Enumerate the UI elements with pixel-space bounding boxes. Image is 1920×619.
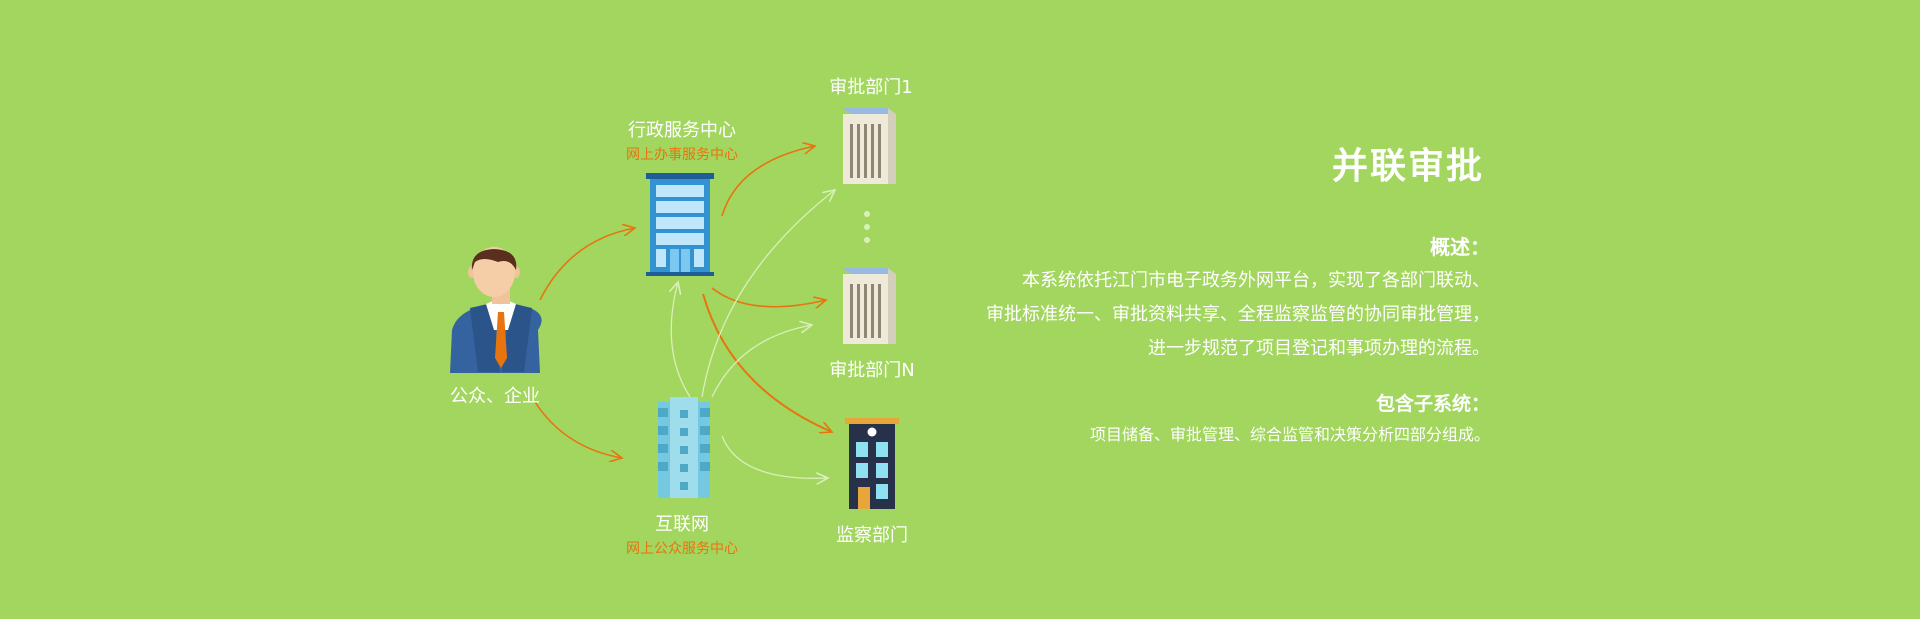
arrow-public-to-internet xyxy=(534,401,622,458)
arrow-admin-to-supervision xyxy=(702,293,832,432)
ellipsis-dot xyxy=(864,237,870,243)
admin-center-label: 行政服务中心 xyxy=(628,120,736,141)
overview-line-3: 进一步规范了项目登记和事项办理的流程。 xyxy=(1148,338,1490,359)
subsystems-text: 项目储备、审批管理、综合监管和决策分析四部分组成。 xyxy=(1089,425,1490,444)
overview-line-2: 审批标准统一、审批资料共享、全程监察监管的协同审批管理， xyxy=(986,304,1490,325)
dept-n-label: 审批部门N xyxy=(829,360,915,381)
arrow-internet-to-supervision xyxy=(721,435,828,478)
public-label: 公众、企业 xyxy=(450,386,540,407)
overview-line-1: 本系统依托江门市电子政务外网平台，实现了各部门联动、 xyxy=(1022,270,1490,291)
internet-sub-label: 网上公众服务中心 xyxy=(626,541,738,557)
ellipsis-dot xyxy=(864,211,870,217)
arrow-internet-to-dept1 xyxy=(701,190,835,398)
arrow-internet-to-deptn xyxy=(711,325,812,398)
supervision-label: 监察部门 xyxy=(836,525,908,546)
supervision-building-icon xyxy=(845,418,899,509)
internet-building-icon xyxy=(658,397,710,498)
overview-heading: 概述： xyxy=(1430,235,1490,259)
arrow-admin-to-dept1 xyxy=(721,146,815,217)
admin-center-building-icon xyxy=(646,173,714,276)
dept-n-building-icon xyxy=(843,268,896,344)
arrow-public-to-admin xyxy=(539,228,635,301)
ellipsis-dot xyxy=(864,224,870,230)
subsystems-heading: 包含子系统： xyxy=(1375,393,1490,415)
dept-1-building-icon xyxy=(843,108,896,184)
dept-1-label: 审批部门1 xyxy=(829,77,913,98)
arrow-admin-to-deptn xyxy=(711,287,826,307)
admin-center-sub-label: 网上办事服务中心 xyxy=(626,147,738,163)
page-title: 并联审批 xyxy=(1331,146,1484,187)
arrow-internet-to-admin xyxy=(671,282,691,398)
person-icon xyxy=(450,247,542,373)
internet-label: 互联网 xyxy=(655,514,709,535)
